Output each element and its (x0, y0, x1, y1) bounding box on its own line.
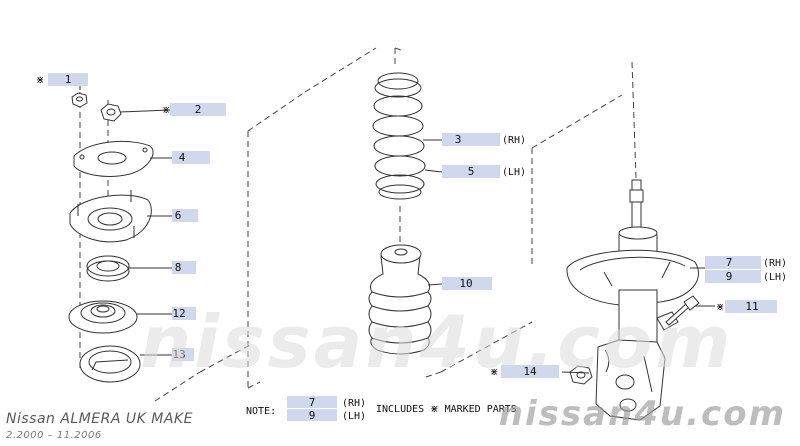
footer-title: Nissan ALMERA UK MAKE (6, 411, 193, 427)
svg-text:(LH): (LH) (502, 167, 526, 178)
part-14-nut (569, 365, 593, 385)
label-part-3: 3 (RH) (442, 133, 526, 146)
part-3-5-coil-spring (372, 72, 426, 200)
svg-text:12: 12 (172, 307, 185, 320)
dash-boundary-3 (154, 371, 201, 402)
label-part-12: 12 (172, 307, 196, 320)
label-part-11: ⋇ 11 (716, 300, 777, 313)
svg-text:7: 7 (726, 256, 733, 269)
svg-text:INCLUDES ⋇ MARKED PARTS: INCLUDES ⋇ MARKED PARTS (376, 404, 517, 415)
dash-boundary-10 (440, 321, 533, 373)
svg-text:13: 13 (172, 348, 185, 361)
dash-boundary-11 (425, 371, 442, 378)
label-part-13: 13 (172, 348, 194, 361)
part-8-bearing (86, 255, 130, 282)
dash-boundary-1 (247, 91, 306, 132)
label-part-1: ⋇ 1 (36, 73, 88, 86)
svg-text:11: 11 (745, 300, 758, 313)
svg-text:(RH): (RH) (342, 398, 366, 409)
svg-text:14: 14 (523, 365, 537, 378)
svg-text:(LH): (LH) (342, 411, 366, 422)
note-block: NOTE: 7 9 (RH) (LH) INCLUDES ⋇ MARKED PA… (246, 396, 517, 422)
label-part-5: 5 (LH) (442, 165, 526, 178)
part-10-dust-boot (368, 244, 432, 355)
part-4-gasket (73, 140, 154, 177)
svg-text:7: 7 (309, 396, 316, 409)
dash-boundary-4 (199, 344, 251, 373)
svg-text:⋇: ⋇ (490, 367, 498, 378)
dash-boundary-7 (394, 47, 402, 51)
part-12-spring-seat (68, 300, 138, 334)
svg-text:4: 4 (179, 151, 186, 164)
svg-text:(LH): (LH) (763, 272, 787, 283)
label-part-8: 8 (172, 261, 196, 274)
part-6-strut-mount (69, 190, 152, 243)
part-11-bolt (665, 295, 700, 326)
part-2-hex-nut (100, 103, 122, 122)
svg-text:⋇: ⋇ (162, 105, 170, 116)
svg-text:⋇: ⋇ (716, 302, 724, 313)
dash-boundary-5 (247, 381, 261, 389)
svg-text:9: 9 (726, 270, 733, 283)
strut-axis (631, 61, 637, 179)
svg-text:8: 8 (175, 261, 182, 274)
part-13-rubber-seat (79, 345, 141, 383)
svg-text:1: 1 (65, 73, 72, 86)
dash-boundary-6 (304, 47, 377, 93)
label-part-10: 10 (442, 277, 492, 290)
svg-text:(RH): (RH) (763, 258, 787, 269)
label-part-14: ⋇ 14 (490, 365, 559, 378)
footer-dates: 2.2000 – 11.2006 (6, 430, 102, 441)
label-part-6: 6 (172, 209, 198, 222)
part-1-nut (71, 92, 88, 108)
dash-boundary-8 (531, 94, 623, 149)
svg-text:10: 10 (459, 277, 472, 290)
svg-text:5: 5 (468, 165, 475, 178)
part-7-9-strut (566, 179, 699, 421)
label-part-4: 4 (172, 151, 210, 164)
svg-text:⋇: ⋇ (36, 75, 44, 86)
svg-text:9: 9 (309, 409, 316, 422)
svg-text:3: 3 (455, 133, 462, 146)
label-part-9: 9 (LH) (705, 270, 787, 283)
label-part-2: ⋇ 2 (162, 103, 226, 116)
svg-text:2: 2 (195, 103, 202, 116)
svg-text:(RH): (RH) (502, 135, 526, 146)
svg-text:6: 6 (175, 209, 182, 222)
label-part-7: 7 (RH) (705, 256, 787, 269)
svg-text:NOTE:: NOTE: (246, 406, 276, 417)
